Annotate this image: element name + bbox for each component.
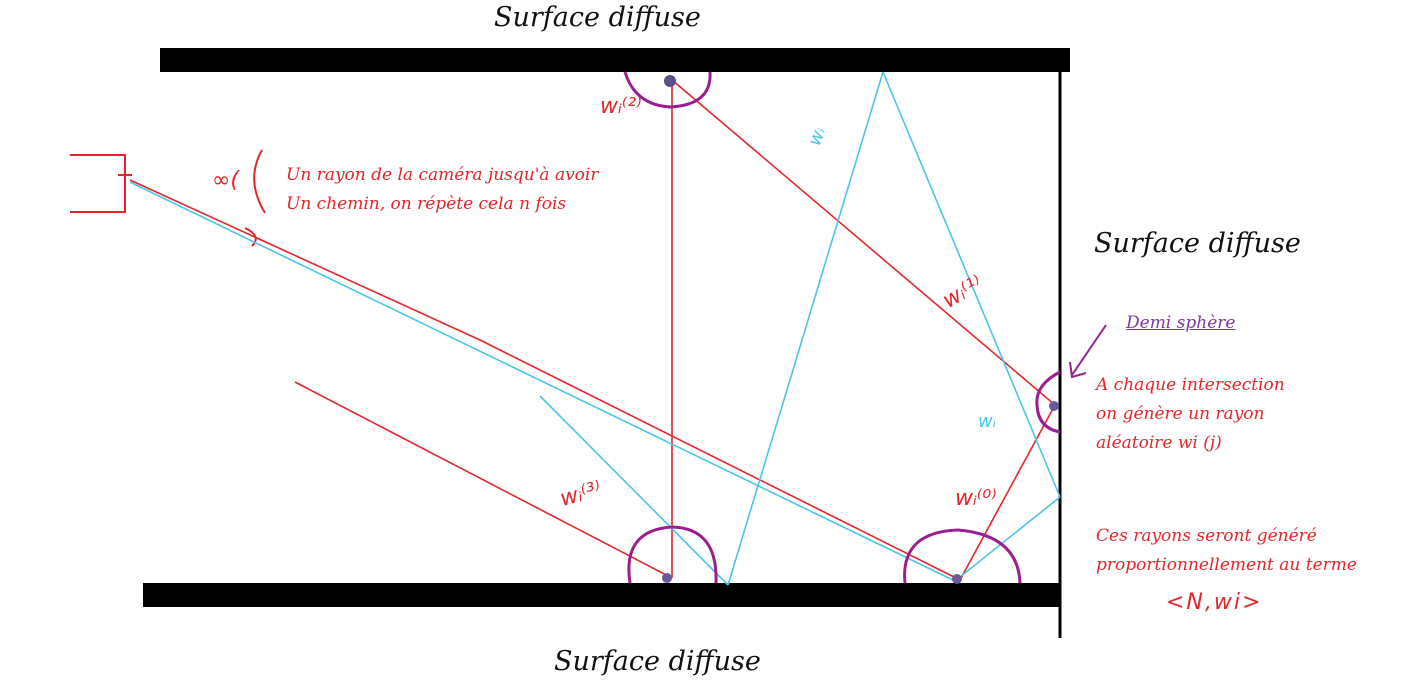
- wi-top-label: wᵢ⁽²⁾: [600, 94, 642, 119]
- proportional-line2: proportionnellement au terme: [1096, 555, 1357, 575]
- intersection-line3: aléatoire wi (j): [1096, 433, 1222, 453]
- omega-symbol: ∞(: [212, 168, 239, 193]
- intersection-line2: on génère un rayon: [1096, 404, 1265, 424]
- wi-blue-right-label: wᵢ: [978, 411, 996, 432]
- hemisphere-arrow-line: [1071, 324, 1107, 376]
- hemisphere-top: [623, 71, 712, 109]
- point-top: [664, 75, 676, 87]
- hemisphere-right: [1035, 370, 1061, 434]
- point-bottom-left: [662, 573, 672, 583]
- red-ray-w0: [959, 404, 1056, 581]
- blue-ray-right: [954, 496, 1061, 582]
- hemisphere-bottom-left: [627, 525, 718, 584]
- red-ray-w1: [671, 79, 1056, 406]
- top-surface: [160, 48, 1070, 72]
- point-right: [1049, 401, 1059, 411]
- surface-label-top: Surface diffuse: [494, 2, 701, 33]
- surface-label-right: Surface diffuse: [1094, 228, 1301, 259]
- blue-ray-camera: [129, 181, 956, 582]
- camera-note-line2: Un chemin, on répète cela n fois: [286, 194, 567, 214]
- proportional-line1: Ces rayons seront généré: [1096, 526, 1317, 546]
- camera-icon: [70, 154, 126, 213]
- bottom-surface: [143, 583, 1060, 607]
- wi-bottom-right-label: wᵢ⁽⁰⁾: [955, 486, 997, 511]
- hemisphere-arrow-head: [1069, 361, 1087, 379]
- surface-label-bottom: Surface diffuse: [554, 646, 761, 677]
- hemisphere-bottom-right: [903, 528, 1022, 584]
- camera-note-line1: Un rayon de la caméra jusqu'à avoir: [286, 165, 599, 185]
- intersection-line1: A chaque intersection: [1096, 375, 1285, 395]
- point-bottom-right: [952, 574, 962, 584]
- blue-ray-left: [539, 395, 729, 586]
- angle-arc-left: [253, 149, 266, 214]
- dot-product-label: <N,wi>: [1166, 590, 1263, 615]
- blue-ray-down: [727, 71, 884, 586]
- blue-ray-up: [882, 71, 1061, 498]
- red-ray-w3: [294, 381, 673, 579]
- hemisphere-title: Demi sphère: [1126, 313, 1236, 333]
- red-ray-camera: [129, 179, 961, 581]
